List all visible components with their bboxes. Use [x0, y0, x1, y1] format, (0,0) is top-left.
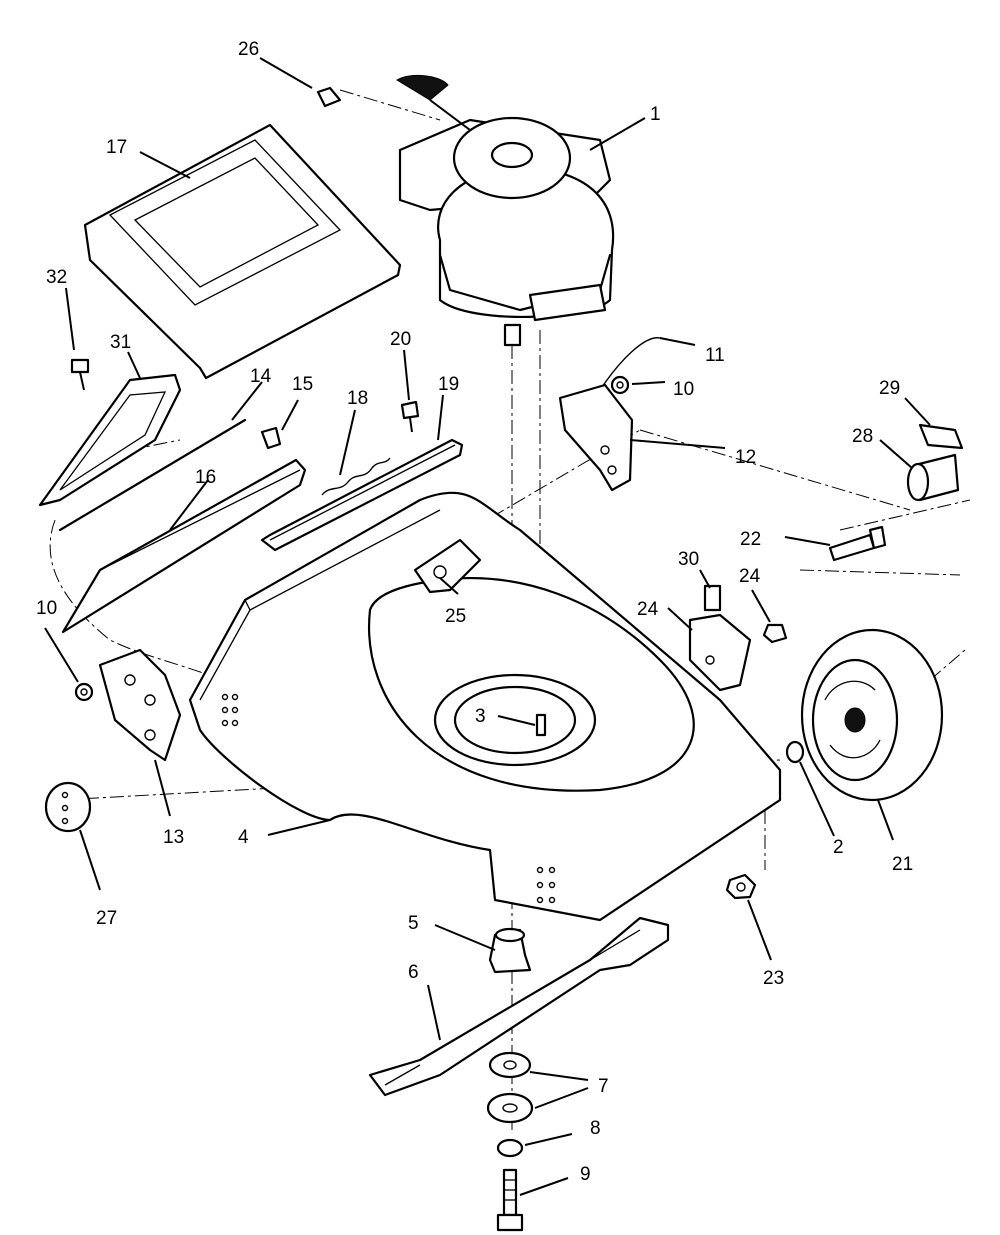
part-8-washer: [496, 1138, 524, 1158]
callout-24-right: 24: [739, 566, 761, 587]
part-26-clip: [316, 86, 342, 108]
part-3-bolt: [535, 713, 547, 737]
callout-13: 13: [163, 827, 184, 848]
callout-10-left: 10: [36, 598, 57, 619]
deck-vent-holes-left: [221, 693, 239, 727]
callout-27: 27: [96, 908, 117, 929]
callout-6: 6: [408, 962, 419, 983]
callout-14: 14: [250, 366, 272, 387]
part-11-spring: [599, 337, 661, 391]
part-1-engine: [396, 74, 615, 347]
part-13-bracket: [98, 648, 182, 762]
callout-15: 15: [292, 374, 313, 395]
part-18-spring: [321, 457, 391, 496]
callout-labels: 1 2 3 4 5 6 7 8 9 10 10 11 12 13 14 15 1…: [36, 39, 913, 1185]
callout-10-right: 10: [673, 379, 694, 400]
part-24-nut: [762, 623, 788, 644]
callout-1: 1: [650, 104, 661, 125]
callout-26: 26: [238, 39, 259, 60]
callout-16: 16: [195, 467, 216, 488]
part-14-rod: [58, 418, 247, 532]
callout-leaders: [44, 57, 931, 1196]
part-10-washer-left: [74, 682, 94, 702]
part-5-adapter: [488, 927, 532, 974]
callout-5: 5: [408, 913, 419, 934]
part-19-hinge: [260, 438, 464, 552]
part-12-bracket: [558, 383, 634, 492]
part-25-plate: [413, 538, 482, 594]
part-4-deck: [188, 491, 782, 922]
callout-18: 18: [347, 388, 368, 409]
part-6-blade: [368, 916, 670, 1097]
part-22-bolt: [828, 525, 887, 562]
part-21-wheel: [800, 628, 944, 802]
callout-17: 17: [106, 137, 127, 158]
callout-32: 32: [46, 267, 67, 288]
callout-23: 23: [763, 968, 784, 989]
callout-30: 30: [678, 549, 699, 570]
callout-24-left: 24: [637, 599, 659, 620]
part-17-cover: [83, 123, 402, 380]
part-23-nut: [725, 873, 757, 900]
part-29-cap: [918, 423, 964, 450]
part-15-screw: [260, 426, 282, 450]
callout-11: 11: [705, 345, 725, 366]
part-32-screw: [70, 358, 90, 391]
callout-2: 2: [833, 837, 844, 858]
part-16-flap: [61, 458, 307, 634]
part-20-screw: [400, 400, 420, 433]
part-30-clip: [703, 584, 722, 612]
deck-vent-holes-right: [536, 866, 556, 904]
callout-4: 4: [238, 827, 249, 848]
part-27-cap: [44, 781, 92, 833]
part-10-washer-right: [610, 375, 630, 395]
callout-29: 29: [879, 378, 900, 399]
callout-25: 25: [445, 606, 466, 627]
callout-12: 12: [735, 447, 756, 468]
callout-22: 22: [740, 529, 761, 550]
part-2-washer: [785, 740, 805, 764]
callout-28: 28: [852, 426, 873, 447]
callout-19: 19: [438, 374, 459, 395]
part-7-washers: [486, 1051, 534, 1124]
part-9-bolt: [496, 1168, 524, 1232]
callout-31: 31: [110, 332, 131, 353]
part-24-adjuster-plate: [688, 613, 752, 692]
callout-7: 7: [598, 1076, 609, 1097]
callout-8: 8: [590, 1118, 601, 1139]
callout-3: 3: [475, 706, 486, 727]
callout-9: 9: [580, 1164, 591, 1185]
part-31-deflector: [38, 373, 182, 507]
part-28-bushing: [906, 453, 960, 502]
callout-20: 20: [390, 329, 411, 350]
callout-21: 21: [892, 854, 913, 875]
